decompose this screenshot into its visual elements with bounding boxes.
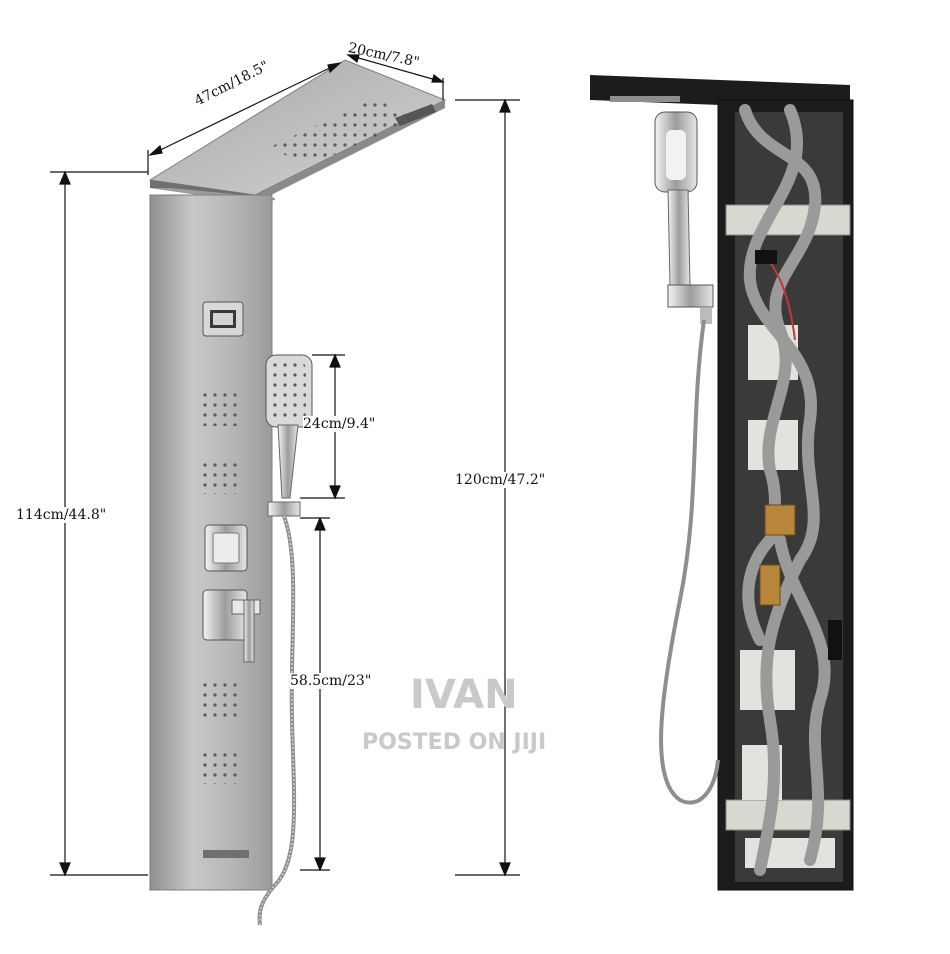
watermark-name: IVAN (410, 672, 518, 718)
front-panel (148, 59, 447, 926)
handheld-length-label: 24cm/9.4" (303, 416, 376, 432)
mixer-handle (243, 599, 255, 663)
body-jets-2 (203, 460, 243, 494)
panel-height-label: 114cm/44.8" (16, 507, 107, 523)
back-hand-shower (654, 111, 714, 324)
mixer-valve (202, 589, 248, 641)
rain-nozzles (268, 98, 415, 165)
watermark-posted: POSTED ON JIJI (362, 730, 547, 755)
body-jets-4 (203, 750, 243, 784)
body-jets-1 (203, 392, 243, 426)
bracket-top (725, 204, 851, 236)
internal-hoses (739, 104, 831, 876)
total-height-label: 120cm/47.2" (455, 472, 546, 488)
hose-length-label: 58.5cm/23" (290, 673, 372, 689)
body-jets-3 (203, 680, 243, 720)
back-panel (590, 75, 854, 891)
brass-valve (764, 504, 796, 536)
hand-shower (265, 354, 313, 499)
bracket-bottom (725, 799, 851, 831)
back-hose (659, 319, 720, 805)
waterfall-spout (203, 850, 249, 858)
